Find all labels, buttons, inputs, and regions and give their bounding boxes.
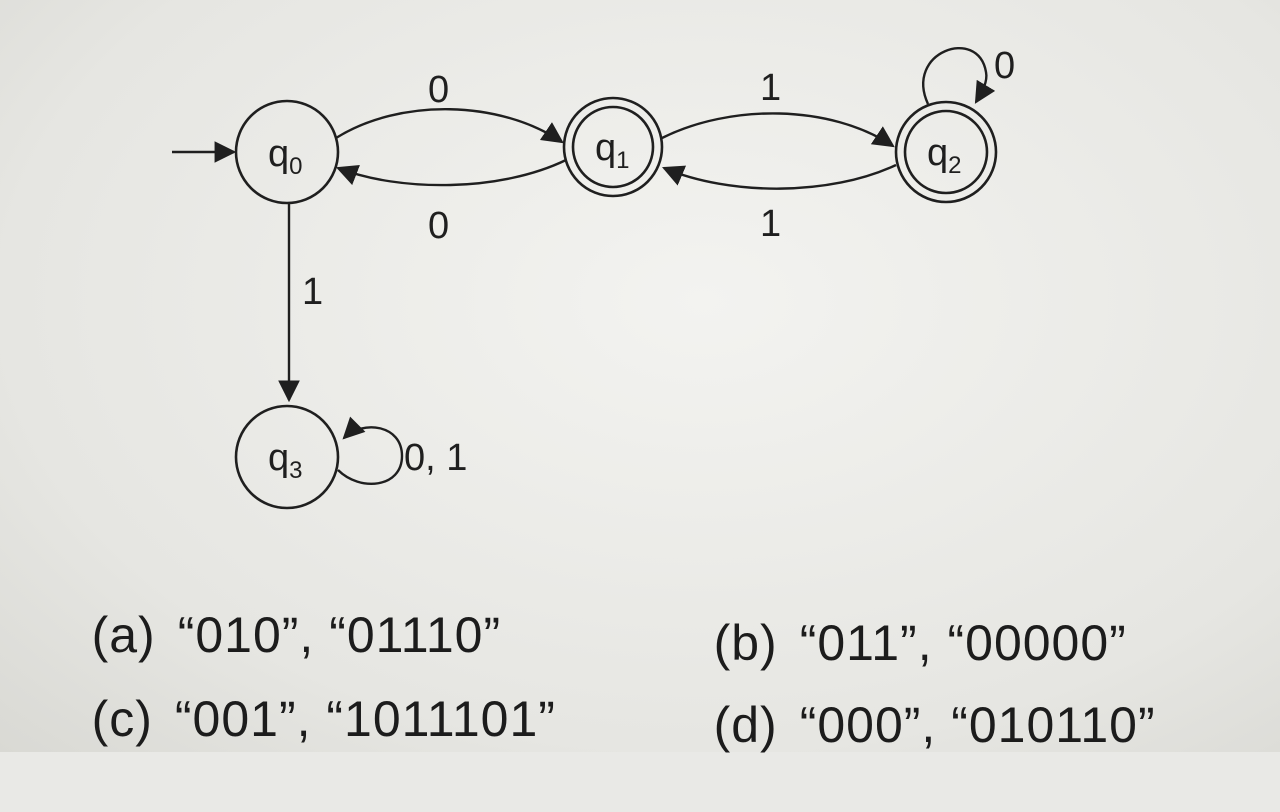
option-b-letter: (b) — [713, 615, 778, 671]
transition-q0-q1-label: 0 — [428, 69, 449, 111]
state-q2: q2 — [894, 100, 998, 204]
option-c-letter: (c) — [91, 691, 153, 747]
dfa-diagram: q0 q1 q2 q3 0 0 1 1 0 1 0, — [172, 45, 1015, 510]
transition-q1-q0 — [335, 158, 567, 187]
state-q0-base: q — [268, 133, 289, 175]
transition-q2-q1-label: 1 — [760, 203, 781, 245]
state-q1: q1 — [562, 96, 664, 198]
option-b-text: “011”, “00000” — [799, 615, 1127, 671]
svg-text:q0: q0 — [268, 133, 303, 180]
option-a-letter: (a) — [91, 607, 156, 663]
option-c-text: “001”, “1011101” — [174, 691, 556, 747]
state-q3-base: q — [268, 437, 289, 479]
page-background — [0, 0, 1280, 752]
state-q2-sub: 2 — [948, 152, 961, 179]
option-a: (a) “010”, “01110” — [32, 548, 501, 722]
answer-options: (a) “010”, “01110” (b) “011”, “00000” (c) “… — [32, 548, 1155, 753]
transition-q0-q3-label: 1 — [302, 271, 323, 313]
option-a-text: “010”, “01110” — [177, 607, 502, 663]
option-d-letter: (d) — [713, 697, 778, 753]
svg-text:q1: q1 — [595, 127, 630, 174]
option-d: (d) “000”, “010110” — [654, 638, 1156, 812]
state-q0: q0 — [234, 99, 340, 205]
transition-q3-self-label: 0, 1 — [404, 437, 467, 479]
state-q0-sub: 0 — [289, 153, 302, 180]
transition-q2-self-label: 0 — [994, 45, 1015, 87]
state-q3-sub: 3 — [289, 457, 302, 484]
option-b: (b) “011”, “00000” — [654, 556, 1127, 730]
state-q2-base: q — [927, 132, 948, 174]
transition-q3-self — [337, 416, 404, 485]
svg-text:q2: q2 — [927, 132, 962, 179]
state-q1-base: q — [595, 127, 616, 169]
state-q3: q3 — [234, 404, 340, 510]
option-c: (c) “001”, “1011101” — [32, 632, 556, 806]
transition-q2-q1 — [662, 163, 897, 190]
transition-q1-q2-label: 1 — [760, 67, 781, 109]
transition-q0-q1 — [335, 108, 564, 144]
transition-q1-q2 — [661, 112, 895, 148]
transition-q2-self — [922, 46, 996, 105]
state-q1-sub: 1 — [616, 147, 629, 174]
option-d-text: “000”, “010110” — [799, 697, 1156, 753]
svg-text:q3: q3 — [268, 437, 303, 484]
transition-q1-q0-label: 0 — [428, 205, 449, 247]
